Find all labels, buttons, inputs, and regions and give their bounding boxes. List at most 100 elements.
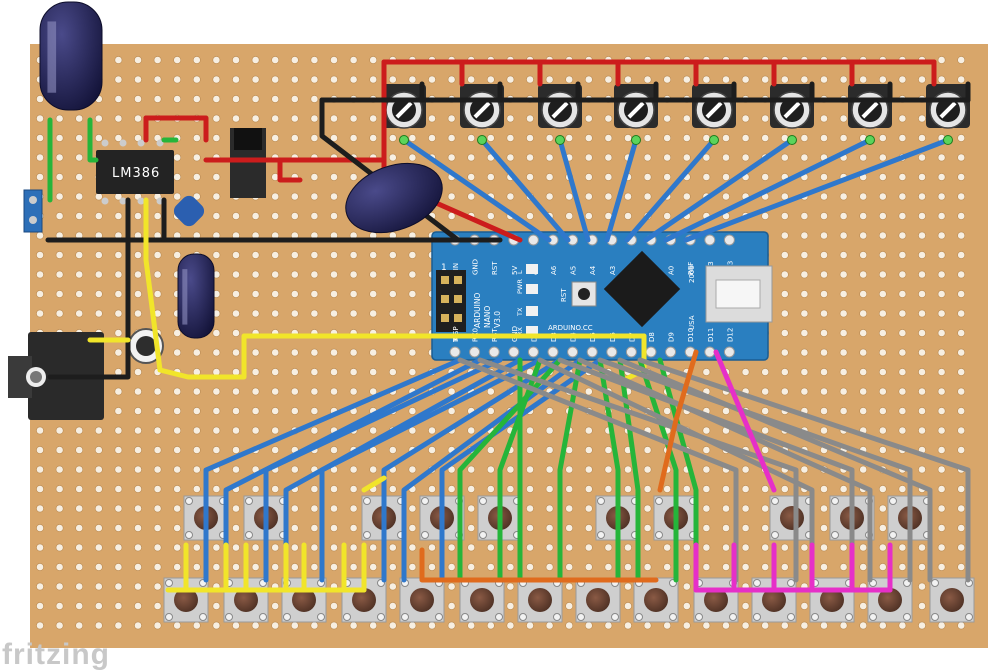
top-pin-label: RST <box>491 261 499 275</box>
pad <box>428 75 436 84</box>
pad <box>369 56 378 64</box>
potentiometer-slot <box>627 101 645 119</box>
pad <box>212 192 221 201</box>
pad <box>663 543 672 552</box>
pad <box>447 192 456 201</box>
pad <box>722 75 730 84</box>
pad <box>604 543 613 552</box>
pushbutton-leg <box>245 497 253 505</box>
pad <box>310 407 319 415</box>
pad <box>761 173 770 181</box>
pad <box>624 582 632 591</box>
pad <box>290 290 299 298</box>
pad <box>310 368 319 376</box>
pad <box>114 114 123 123</box>
pad <box>859 231 868 240</box>
pad <box>408 368 417 376</box>
pad <box>918 348 926 357</box>
pushbutton-leg <box>931 579 939 587</box>
pad <box>761 212 770 220</box>
pushbutton-leg <box>771 531 779 539</box>
pad <box>369 368 378 376</box>
pad <box>369 563 378 571</box>
pad <box>330 524 338 532</box>
pad <box>741 465 750 474</box>
pad <box>447 543 456 552</box>
pad <box>408 543 417 552</box>
pad <box>604 153 613 162</box>
pad <box>937 368 946 376</box>
pad <box>898 485 907 493</box>
pad <box>134 446 142 454</box>
pad <box>388 251 397 259</box>
pad <box>663 173 672 181</box>
pad <box>898 231 907 240</box>
pad <box>369 251 378 259</box>
pad <box>545 504 554 513</box>
pad <box>173 192 182 201</box>
pad <box>604 192 613 201</box>
pad <box>428 446 436 454</box>
pad <box>918 270 926 279</box>
pad <box>741 524 750 532</box>
pad <box>506 192 515 201</box>
pad <box>173 75 182 84</box>
icsp-pin <box>441 314 449 322</box>
pad <box>486 75 495 84</box>
pad <box>682 485 691 493</box>
pushbutton-leg <box>283 613 291 621</box>
pad <box>290 387 299 396</box>
pad <box>624 192 632 201</box>
pad <box>957 387 966 396</box>
pad <box>780 309 789 318</box>
pad <box>310 114 319 123</box>
pushbutton-leg <box>771 497 779 505</box>
pad <box>251 212 260 220</box>
pad <box>114 75 123 84</box>
pad <box>898 329 907 337</box>
pad <box>55 212 64 220</box>
pad <box>663 153 672 162</box>
pad <box>153 56 162 64</box>
pad <box>251 75 260 84</box>
pad <box>486 563 495 571</box>
pad <box>114 329 123 337</box>
pad <box>898 114 907 123</box>
pad <box>682 153 691 162</box>
pushbutton-leg <box>597 531 605 539</box>
pad <box>290 95 299 103</box>
pad <box>134 524 142 532</box>
pad <box>780 543 789 552</box>
pad <box>486 465 495 474</box>
pad <box>408 134 417 142</box>
pushbutton-leg <box>903 613 911 621</box>
pad <box>878 387 887 396</box>
pad <box>290 192 299 201</box>
header-pin <box>625 346 637 358</box>
pad <box>800 368 809 376</box>
potentiometer-slot <box>939 101 957 119</box>
pushbutton-cap <box>820 588 844 612</box>
pad <box>408 621 417 630</box>
pad <box>251 290 260 298</box>
pad <box>271 75 280 84</box>
pad <box>153 582 162 591</box>
pad <box>526 134 534 142</box>
pad <box>290 251 299 259</box>
pad <box>134 309 142 318</box>
gray-digital-wire <box>457 357 739 583</box>
pad <box>36 465 44 474</box>
pad <box>349 134 358 142</box>
pad <box>310 173 319 181</box>
pad <box>36 426 44 435</box>
pad <box>153 563 162 571</box>
pad <box>957 426 966 435</box>
pad <box>153 602 162 610</box>
pad <box>232 212 240 220</box>
pad <box>114 582 123 591</box>
fritzing-watermark: fritzing <box>2 638 110 671</box>
pad <box>153 95 162 103</box>
pad <box>271 309 280 318</box>
pad <box>408 524 417 532</box>
pad <box>428 426 436 435</box>
